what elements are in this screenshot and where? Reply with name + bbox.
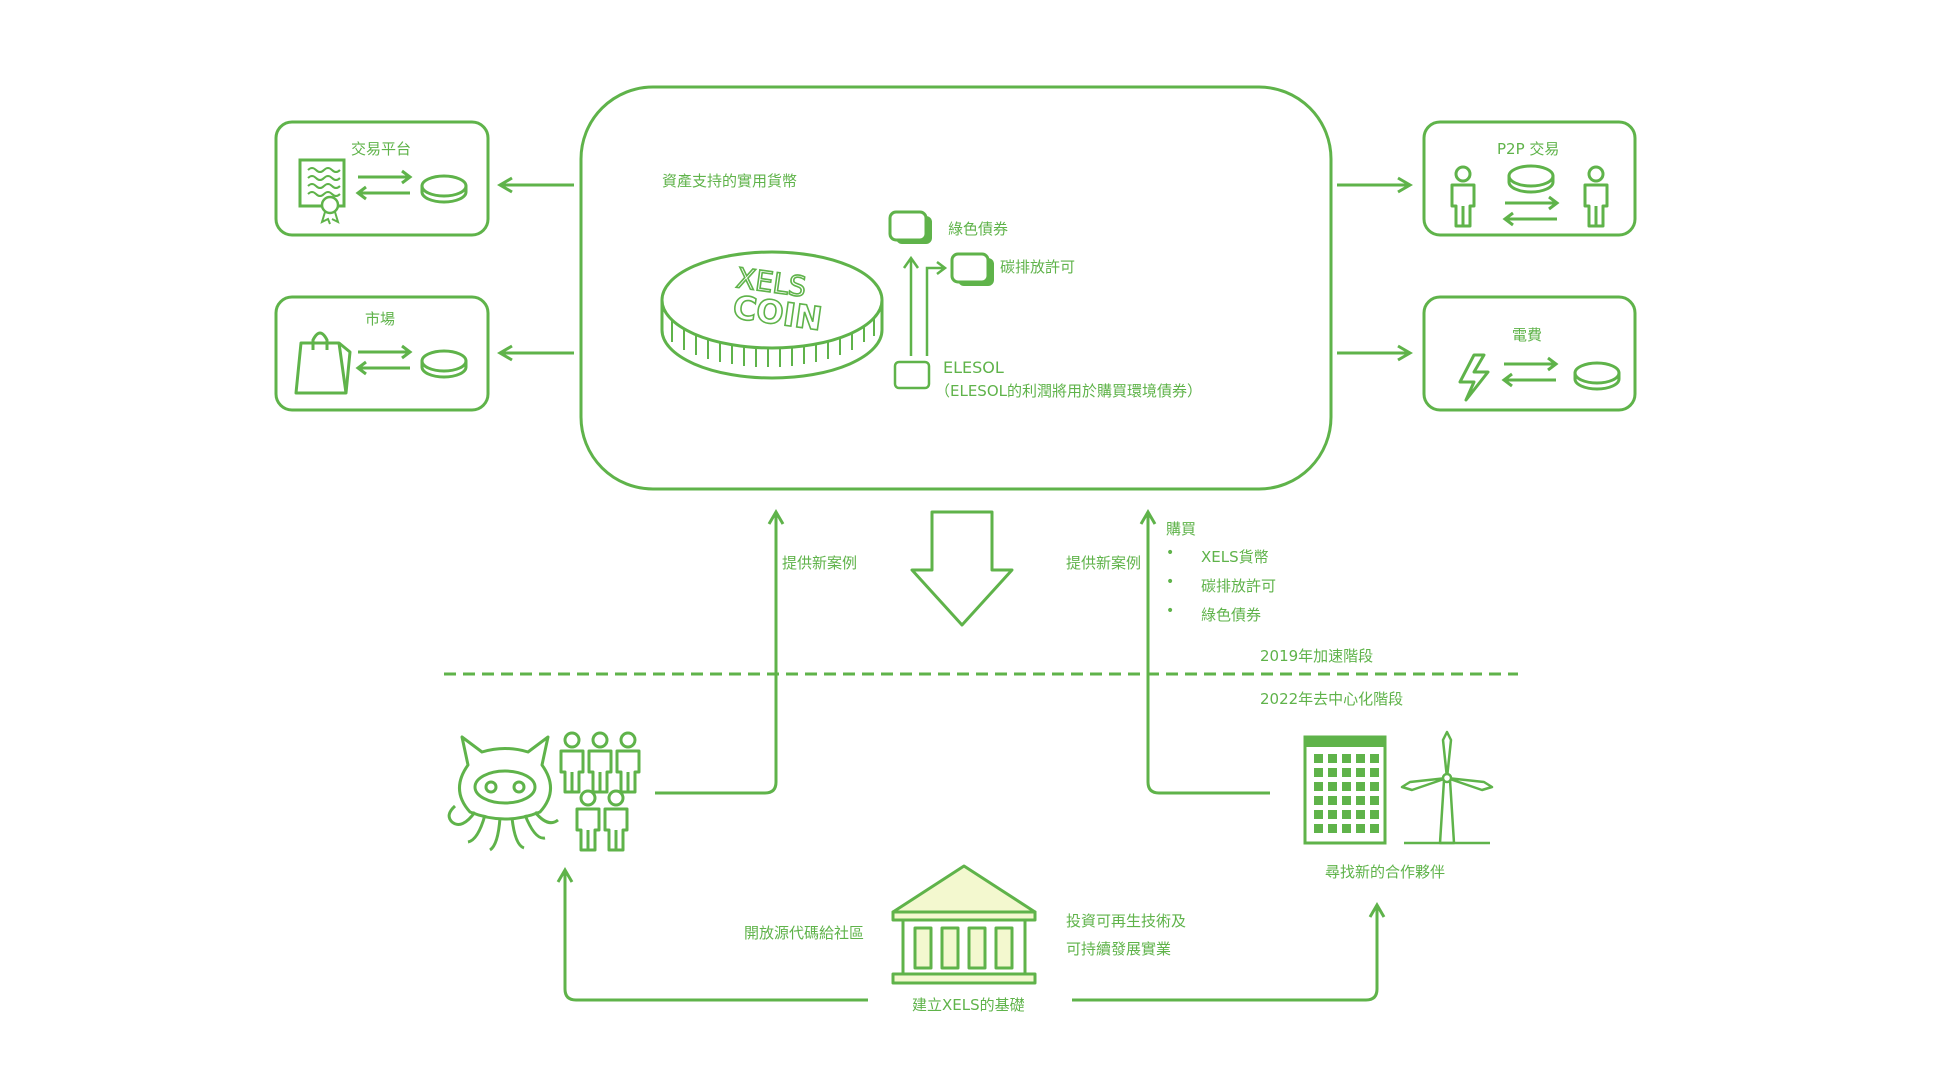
elesol-to-bond-arrow xyxy=(902,255,920,356)
arrow-to-exchange xyxy=(497,176,574,194)
bullet-dot: • xyxy=(1166,574,1175,590)
p2p-label: P2P 交易 xyxy=(1497,140,1560,158)
octocat-icon xyxy=(447,735,559,852)
invest-label-line2: 可持續發展實業 xyxy=(1066,940,1172,958)
arrow-to-market xyxy=(497,344,574,362)
market-box xyxy=(274,295,490,412)
foundation-bank-icon xyxy=(891,864,1037,985)
green-bond-icon xyxy=(888,210,932,244)
new-cases-right-label: 提供新案例 xyxy=(1066,554,1142,572)
person-icon xyxy=(1583,165,1609,228)
community-people-icon xyxy=(559,731,641,852)
green-bonds-label: 綠色債券 xyxy=(948,220,1009,238)
lightning-icon xyxy=(1458,353,1490,402)
shopping-bag-icon xyxy=(294,331,352,395)
carbon-permits-label: 碳排放許可 xyxy=(1000,258,1076,276)
phase-2019-label: 2019年加速階段 xyxy=(1260,647,1374,665)
certificate-icon xyxy=(298,158,346,225)
purchase-item: 碳排放許可 xyxy=(1201,577,1277,595)
elesol-to-permit-arrow xyxy=(925,261,948,356)
community-to-center-arrow xyxy=(655,509,785,795)
elesol-icon xyxy=(893,360,931,390)
exchange-label: 交易平台 xyxy=(351,140,412,158)
bullet-dot: • xyxy=(1166,545,1175,561)
electricity-box xyxy=(1422,295,1637,412)
invest-label-line1: 投資可再生技術及 xyxy=(1066,912,1187,930)
bullet-dot: • xyxy=(1166,603,1175,619)
open-source-label: 開放源代碼給社區 xyxy=(744,924,865,942)
wind-turbine-icon xyxy=(1400,730,1494,845)
carbon-permit-icon xyxy=(950,252,994,286)
foundation-to-community-arrow xyxy=(556,867,868,1002)
partners-to-center-arrow xyxy=(1139,509,1270,795)
arrow-to-electricity xyxy=(1337,344,1413,362)
foundation-to-partners-arrow xyxy=(1072,902,1386,1002)
foundation-label: 建立XELS的基礎 xyxy=(912,996,1025,1014)
p2p-box xyxy=(1422,120,1637,237)
new-cases-left-label: 提供新案例 xyxy=(782,554,858,572)
electricity-label: 電費 xyxy=(1512,326,1543,344)
phase-2022-label: 2022年去中心化階段 xyxy=(1260,690,1404,708)
purchase-item: 綠色債券 xyxy=(1201,606,1262,624)
elesol-note: （ELESOL的利潤將用於購買環境債券） xyxy=(935,382,1202,400)
purchase-item: XELS貨幣 xyxy=(1201,548,1269,566)
person-icon xyxy=(1450,165,1476,228)
xels-coin-icon xyxy=(660,250,884,380)
exchange-box xyxy=(274,120,490,237)
elesol-label: ELESOL xyxy=(943,358,1004,377)
arrow-to-p2p xyxy=(1337,176,1413,194)
big-down-arrow xyxy=(910,510,1014,627)
central-title: 資產支持的實用貨幣 xyxy=(662,172,798,190)
central-box xyxy=(579,85,1333,491)
partners-label: 尋找新的合作夥伴 xyxy=(1325,863,1446,881)
market-label: 市場 xyxy=(365,310,396,328)
purchase-title: 購買 xyxy=(1166,520,1197,538)
building-icon xyxy=(1303,735,1387,845)
